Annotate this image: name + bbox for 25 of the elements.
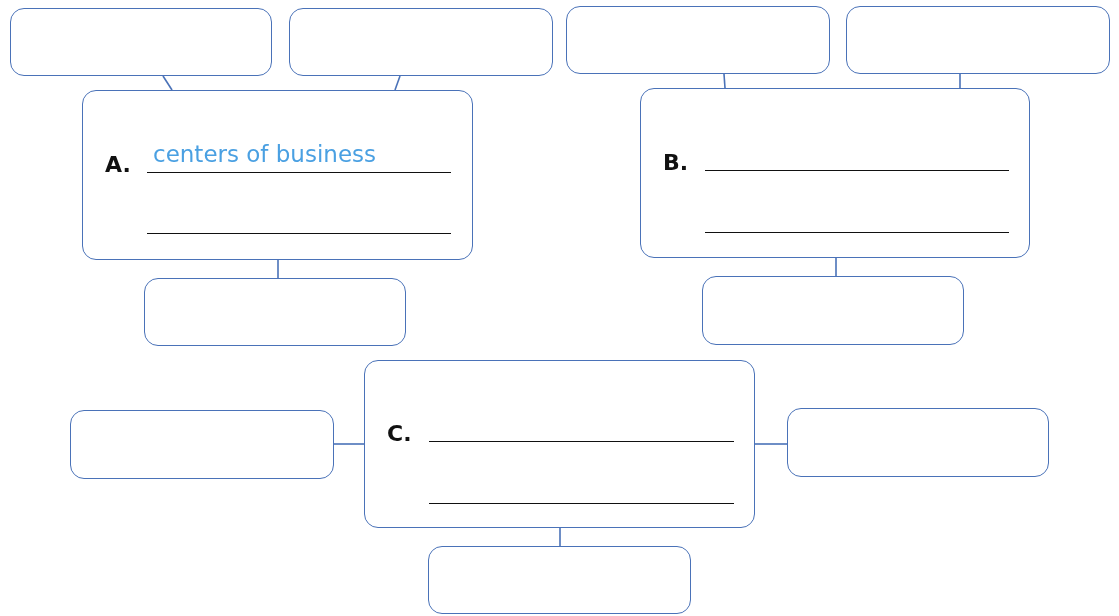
- topic-box: [640, 88, 1030, 258]
- answer-box: [70, 410, 334, 479]
- answer-box: [10, 8, 272, 76]
- connector-line: [835, 257, 837, 277]
- answer-box: [566, 6, 830, 74]
- answer-box: [702, 276, 964, 345]
- item-letter: C.: [387, 423, 412, 445]
- handwritten-answer: centers of business: [153, 143, 376, 166]
- item-letter: A.: [105, 154, 131, 176]
- topic-box: [364, 360, 755, 528]
- topic-box: [82, 90, 473, 260]
- answer-box: [787, 408, 1049, 477]
- connector-line: [959, 73, 961, 89]
- answer-box: [289, 8, 553, 76]
- connector-line: [333, 443, 365, 445]
- item-letter: B.: [663, 152, 689, 174]
- answer-box: [144, 278, 406, 346]
- connector-line: [162, 75, 173, 91]
- connector-line: [277, 259, 279, 279]
- answer-box: [846, 6, 1110, 74]
- answer-box: [428, 546, 691, 614]
- connector-line: [394, 75, 401, 91]
- connector-line: [723, 73, 726, 89]
- connector-line: [559, 527, 561, 547]
- connector-line: [754, 443, 788, 445]
